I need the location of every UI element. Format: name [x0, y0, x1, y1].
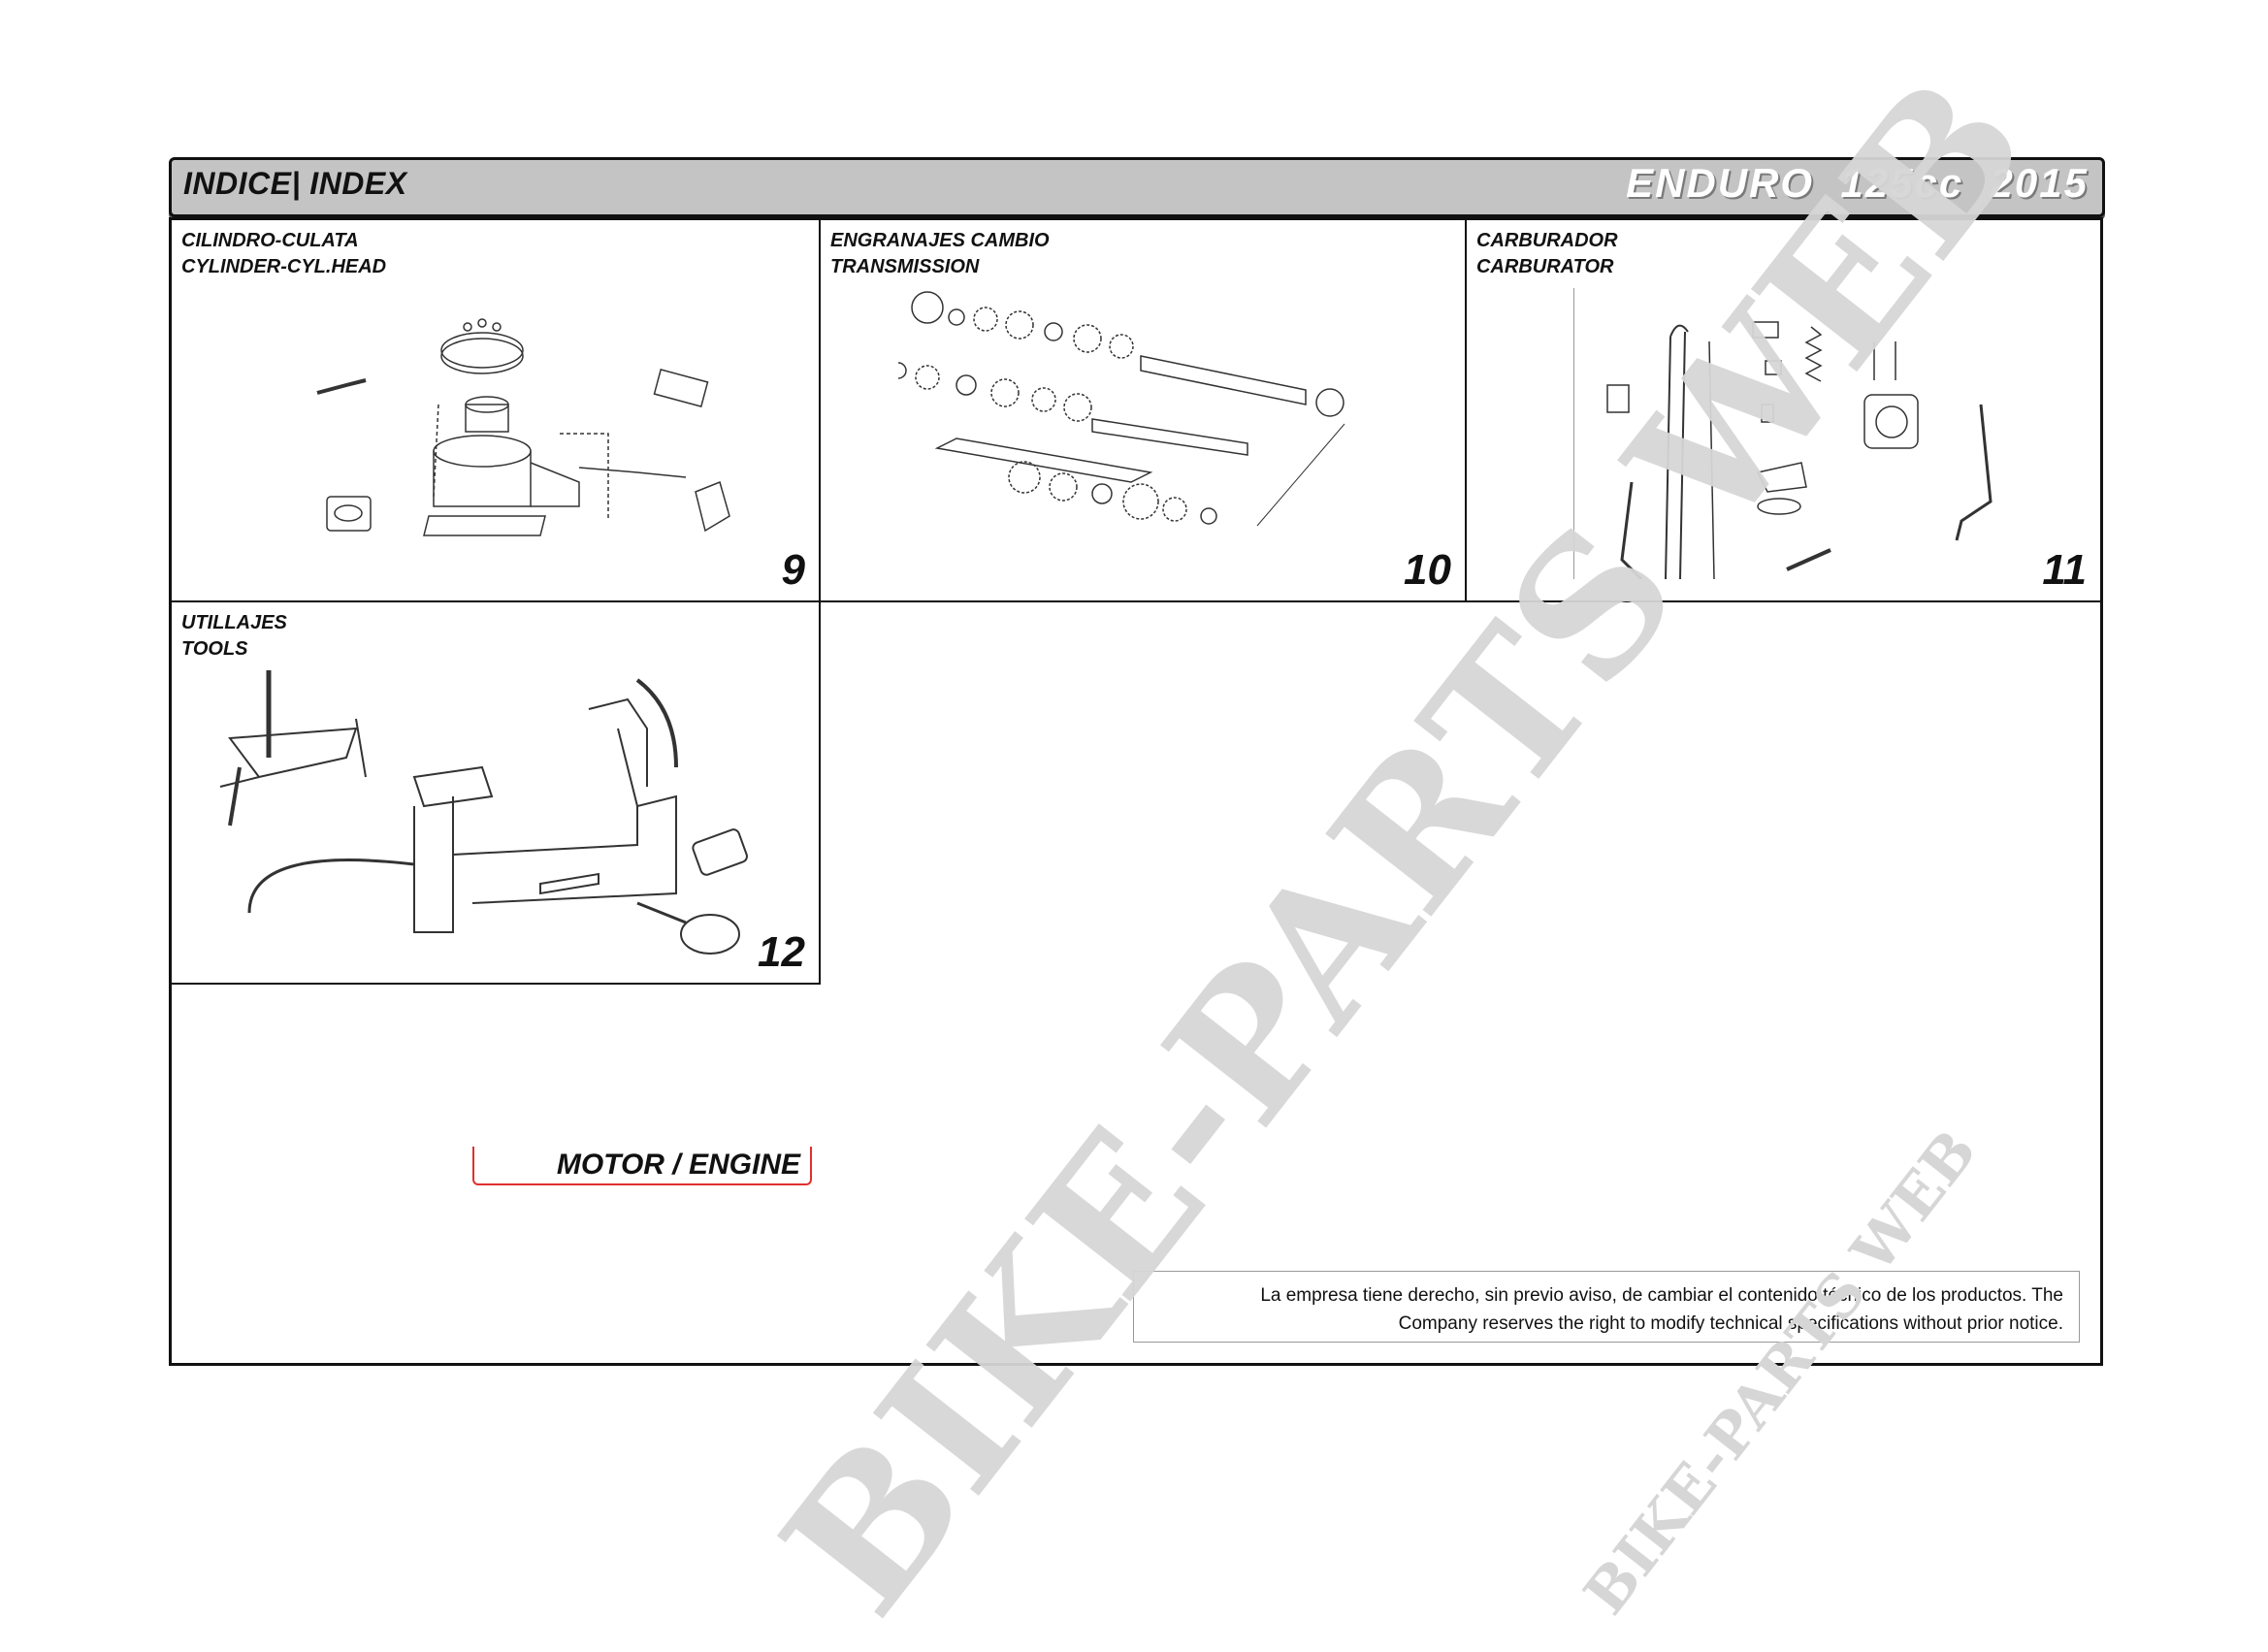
transmission-diagram — [898, 291, 1345, 527]
section-title-en: TOOLS — [181, 638, 248, 660]
section-title-en: CYLINDER-CYL.HEAD — [181, 256, 387, 277]
index-title: INDICE| INDEX — [183, 166, 407, 201]
index-grid: CILINDRO-CULATA CYLINDER-CYL.HEAD — [169, 217, 2103, 1366]
index-sheet: INDICE| INDEX ENDURO 125cc 2015 CILINDRO… — [169, 157, 2105, 1368]
section-caption: CARBURADOR CARBURATOR — [1476, 228, 1618, 280]
section-title-en: CARBURATOR — [1476, 256, 1614, 277]
group-tab-engine[interactable]: MOTOR / ENGINE — [472, 1147, 812, 1185]
legal-notice: La empresa tiene derecho, sin previo avi… — [1133, 1271, 2080, 1343]
carburator-diagram — [1573, 288, 1993, 579]
notice-line-2: Company reserves the right to modify tec… — [1398, 1313, 2063, 1334]
section-caption: CILINDRO-CULATA CYLINDER-CYL.HEAD — [181, 228, 386, 280]
section-caption: UTILLAJES TOOLS — [181, 610, 287, 663]
tools-diagram — [219, 670, 748, 955]
section-caption: ENGRANAJES CAMBIO TRANSMISSION — [830, 228, 1050, 280]
section-title-es: ENGRANAJES CAMBIO — [830, 230, 1050, 251]
section-cylinder-head[interactable]: CILINDRO-CULATA CYLINDER-CYL.HEAD — [172, 220, 821, 602]
cylinder-diagram — [316, 318, 730, 536]
notice-line-1: La empresa tiene derecho, sin previo avi… — [1260, 1285, 2063, 1306]
model-title: ENDURO 125cc 2015 — [1626, 160, 2089, 206]
section-page-number: 9 — [781, 546, 805, 594]
section-transmission[interactable]: ENGRANAJES CAMBIO TRANSMISSION — [821, 220, 1467, 602]
section-page-number: 11 — [2042, 546, 2087, 594]
section-tools[interactable]: UTILLAJES TOOLS 12 — [172, 602, 821, 985]
group-tab-label: MOTOR / ENGINE — [556, 1149, 800, 1181]
section-title-es: CILINDRO-CULATA — [181, 230, 359, 251]
section-title-es: CARBURADOR — [1476, 230, 1618, 251]
header-bar: INDICE| INDEX ENDURO 125cc 2015 — [169, 157, 2105, 217]
section-title-es: UTILLAJES — [181, 612, 287, 633]
section-carburator[interactable]: CARBURADOR CARBURATOR — [1467, 220, 2100, 602]
section-page-number: 10 — [1404, 546, 1451, 594]
section-page-number: 12 — [758, 928, 805, 976]
section-title-en: TRANSMISSION — [830, 256, 980, 277]
